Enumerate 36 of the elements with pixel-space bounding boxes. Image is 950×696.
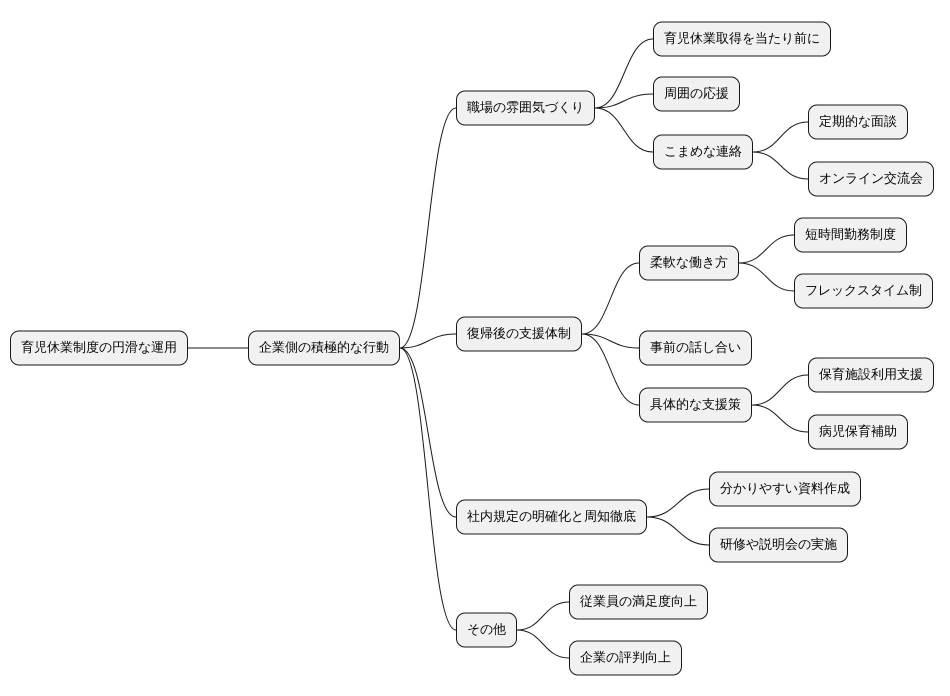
connector-line <box>516 630 570 658</box>
connector-line <box>400 108 456 348</box>
connector-line <box>738 262 794 292</box>
topic-box: 柔軟な働き方 <box>639 246 739 280</box>
topic-box: 定期的な面談 <box>808 104 908 140</box>
topic-box: 育児休業取得を当たり前に <box>653 22 831 56</box>
connector-line <box>646 516 710 546</box>
topic-box: 事前の話し合い <box>639 330 752 366</box>
topic-box: 社内規定の明確化と周知徹底 <box>456 500 647 534</box>
topic-box: 職場の雰囲気づくり <box>456 90 595 126</box>
topic-box: 従業員の満足度向上 <box>569 584 708 620</box>
topic-box: 育児休業制度の円滑な運用 <box>10 330 188 366</box>
topic-box: オンライン交流会 <box>808 162 934 196</box>
connector-line <box>400 348 456 518</box>
connector-line <box>582 334 640 348</box>
topic-box: フレックスタイム制 <box>794 274 933 308</box>
topic-box: 病児保育補助 <box>808 414 908 450</box>
connector-line <box>582 262 640 334</box>
connector-line <box>594 38 654 108</box>
connector-line <box>752 152 808 180</box>
topic-box: その他 <box>456 612 517 648</box>
topic-box: 分かりやすい資料作成 <box>709 472 861 506</box>
connector-line <box>582 334 640 406</box>
topic-box: こまめな連絡 <box>653 134 753 170</box>
topic-box: 周囲の応援 <box>653 76 740 112</box>
connector-line <box>752 404 808 432</box>
topic-box: 保育施設利用支援 <box>808 358 934 392</box>
topic-box: 短時間勤務制度 <box>794 218 907 252</box>
topic-box: 研修や説明会の実施 <box>709 528 848 562</box>
connector-line <box>400 348 456 630</box>
topic-box: 具体的な支援策 <box>639 388 752 422</box>
connector-line <box>400 334 456 348</box>
connector-line <box>594 108 654 152</box>
topic-box: 企業の評判向上 <box>569 640 682 676</box>
topic-box: 企業側の積極的な行動 <box>248 330 400 366</box>
topic-box: 復帰後の支援体制 <box>456 316 582 352</box>
